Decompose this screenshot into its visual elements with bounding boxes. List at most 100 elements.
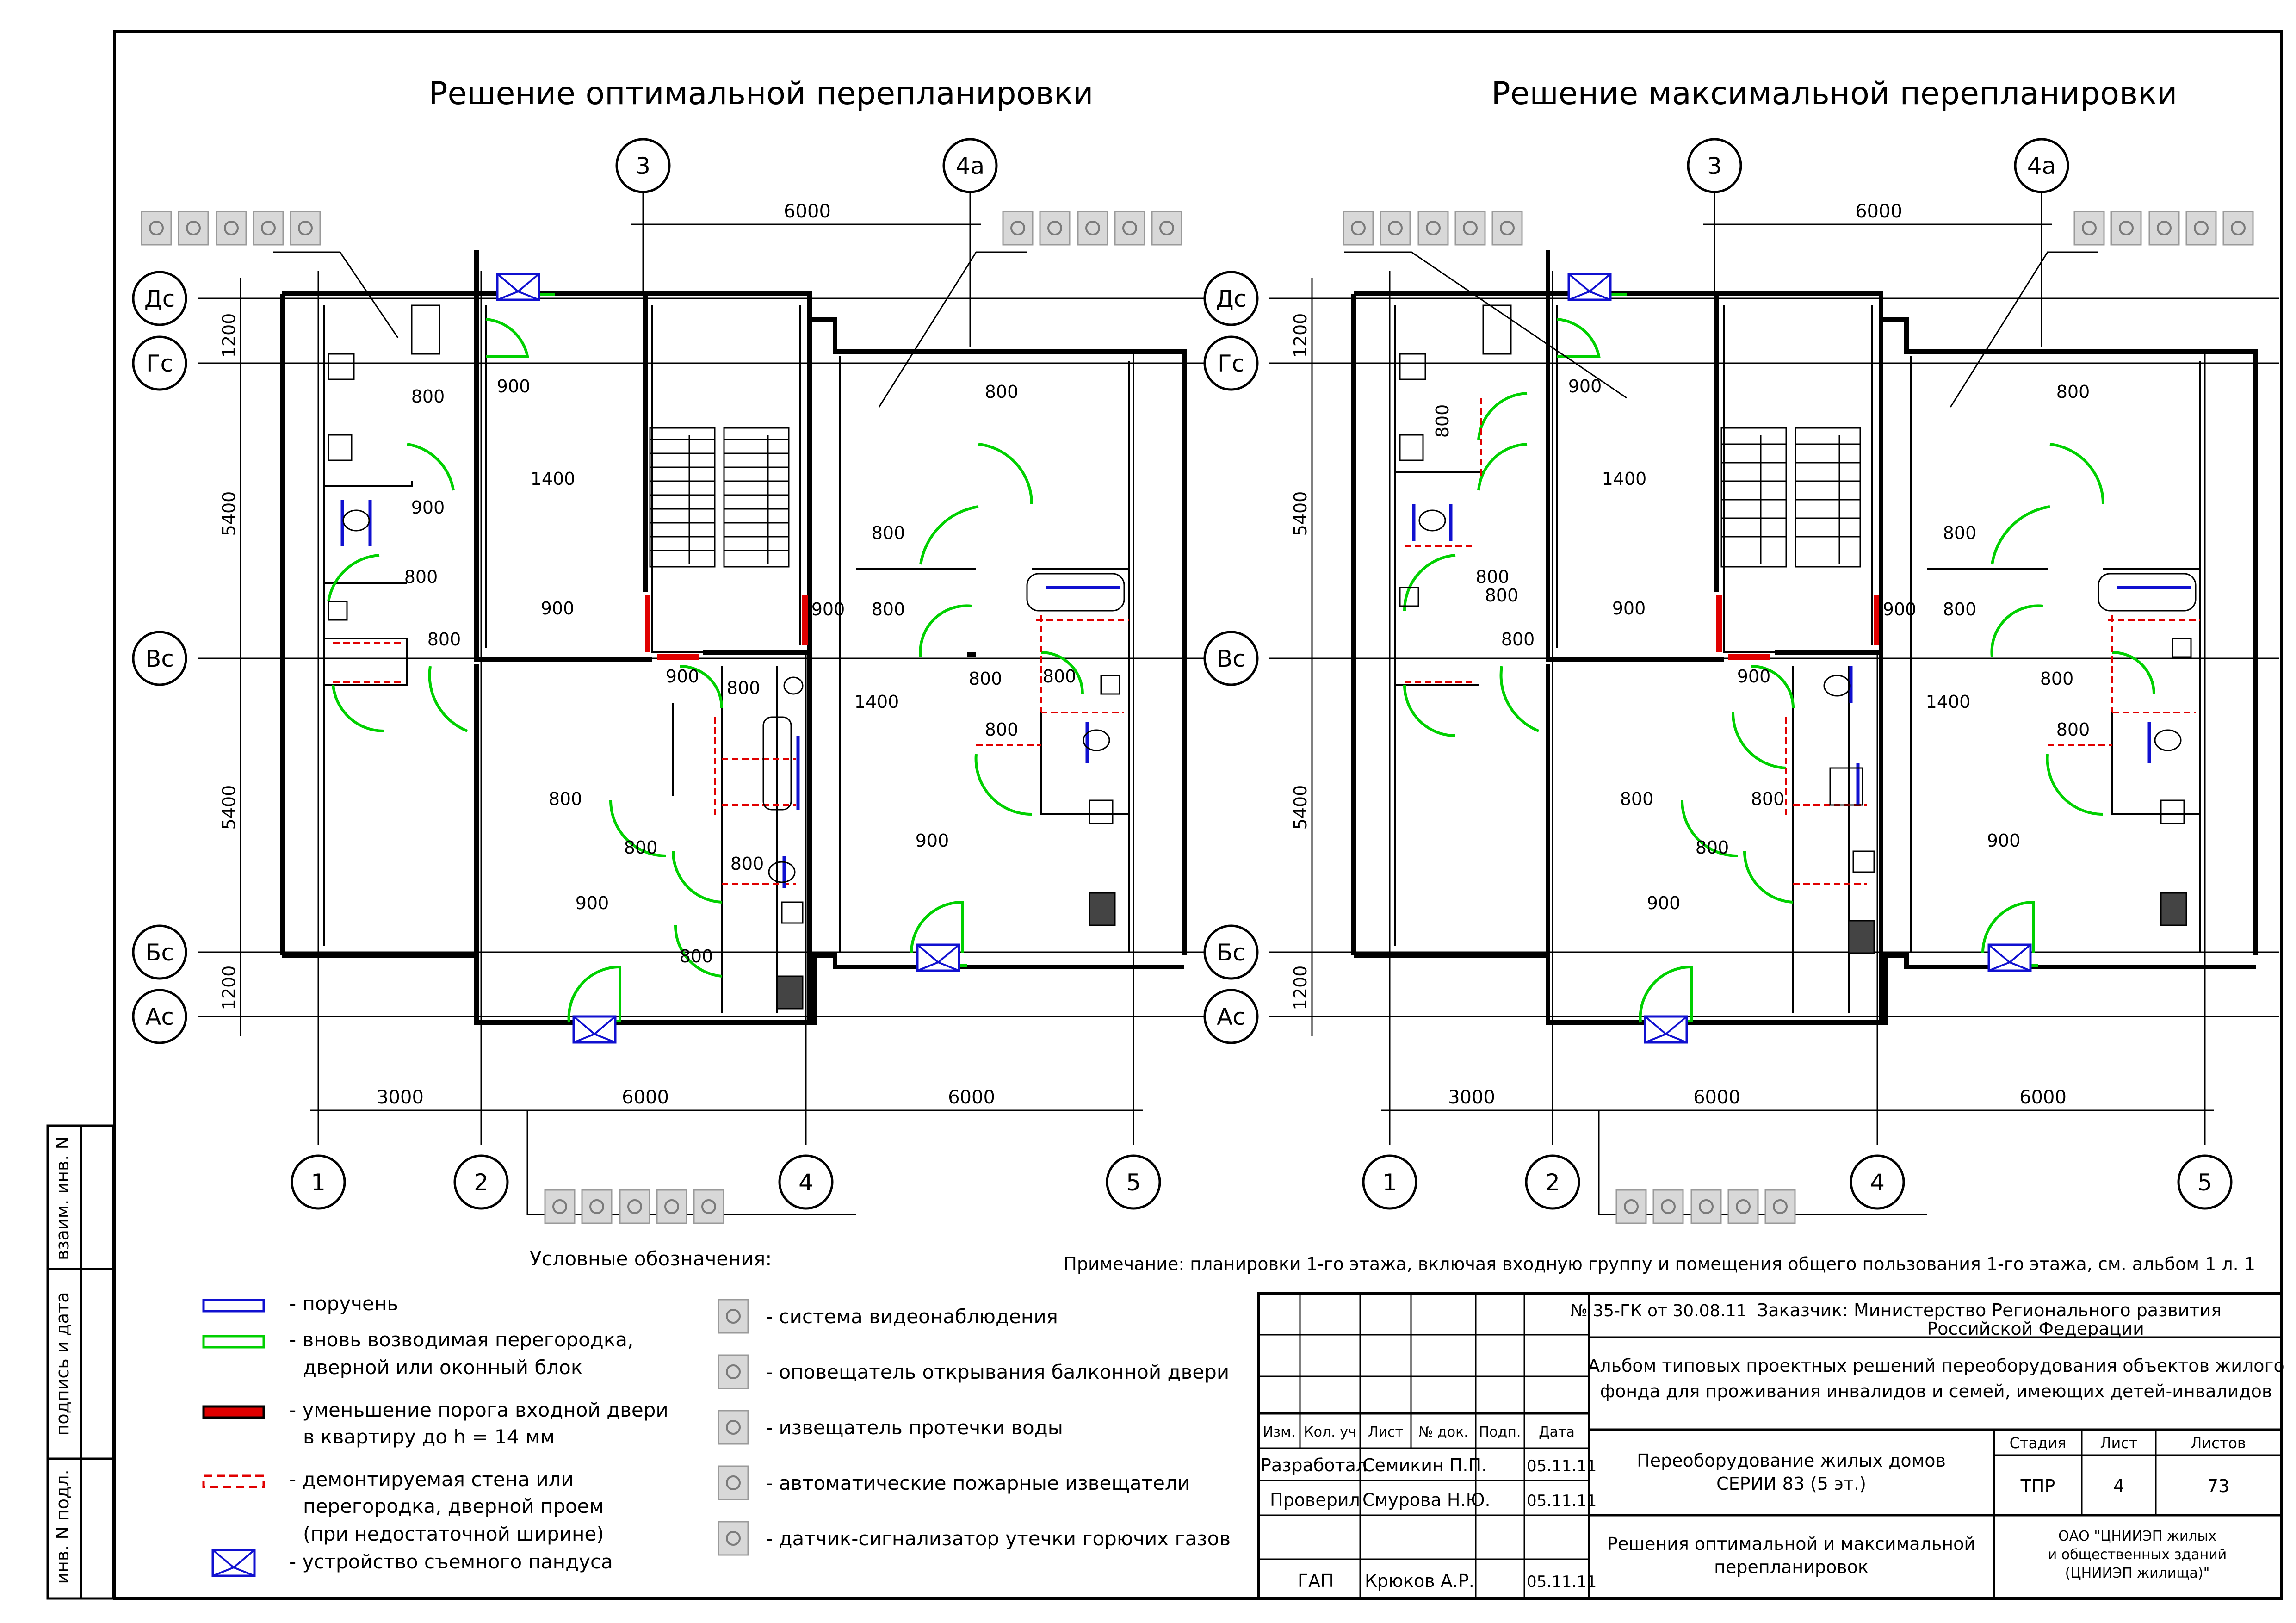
right-dim-inner-14: 800 [2056,382,2090,402]
side-stamp-sign-label: подпись и дата [52,1292,73,1436]
left-dim-inner-7: 900 [541,598,575,619]
side-stamp: инв. N подл. подпись и дата взаим. инв. … [46,1124,115,1600]
side-stamp-inv-label: инв. N подл. [52,1469,73,1584]
right-axis-1: 1 [1382,1169,1397,1196]
right-dim-inner-17: 800 [2056,719,2090,740]
fire-detector-icon [718,1465,749,1500]
stamp-sheet-header: Лист [2100,1434,2137,1452]
stamp-name-gap: Крюков А.Р. [1365,1571,1474,1591]
title-block [1257,1292,2283,1600]
stamp-sheets: 73 [2207,1476,2229,1496]
left-dim-inner-2: 900 [497,376,531,396]
stamp-doc-no: № 35-ГК от 30.08.11 [1570,1301,1746,1320]
right-axis-2: 2 [1545,1169,1560,1196]
stamp-drawing-2: перепланировок [1714,1557,1869,1577]
left-demolished-walls [333,615,1129,885]
left-axis-5: 5 [1126,1169,1141,1196]
legend-item-threshold-1: - уменьшение порога входной двери [289,1399,668,1421]
stamp-date-developer: 05.11.11 [1527,1457,1597,1475]
right-dim-6000-a: 6000 [1693,1087,1740,1108]
gas-sensor-icon [718,1521,749,1556]
right-dim-inner-11: 800 [1696,837,1729,858]
legend-demolish-symbol [202,1474,265,1488]
left-dim-v-5400-bottom: 5400 [219,785,239,830]
stamp-org-3: (ЦНИИЭП жилища)" [2065,1565,2210,1581]
right-axis-4: 4 [1870,1169,1885,1196]
right-dim-3000: 3000 [1448,1087,1495,1108]
stamp-role-gap: ГАП [1298,1571,1334,1591]
legend-item-threshold-2: в квартиру до h = 14 мм [303,1425,555,1448]
stamp-h-sign: Подп. [1479,1424,1521,1440]
legend-handrail-symbol [202,1299,265,1313]
left-dim-6000-top: 6000 [784,201,831,222]
legend-icon-balcony: - оповещатель открывания балконной двери [766,1361,1229,1383]
left-axis-4: 4 [798,1169,813,1196]
left-dim-6000-a: 6000 [622,1087,669,1108]
right-axis-bs: Бс [1217,939,1245,966]
stamp-customer: Заказчик: Министерство Регионального раз… [1757,1300,2222,1320]
left-sensor-icons-top-right [1002,211,1182,246]
right-dim-6000-b: 6000 [2019,1087,2067,1108]
legend-item-handrail: - поручень [289,1292,398,1315]
stamp-role-developer: Разработал [1261,1455,1367,1475]
legend-icon-gas: - датчик-сигнализатор утечки горючих газ… [766,1527,1231,1550]
stamp-album-2: фонда для проживания инвалидов и семей, … [1600,1381,2272,1401]
stamp-name-developer: Семикин П.П. [1362,1455,1487,1475]
right-dim-6000-top: 6000 [1855,201,1902,222]
right-axis-3: 3 [1707,153,1722,180]
stamp-object-1: Переоборудование жилых домов [1637,1450,1946,1471]
note-text: Примечание: планировки 1-го этажа, включ… [1064,1254,2255,1274]
right-dim-v-1200-top: 1200 [1290,313,1311,358]
right-dim-inner-19: 800 [1620,789,1654,809]
left-axis-ds: Дс [144,285,175,312]
right-dim-inner-10: 900 [1647,893,1681,913]
stamp-sheet: 4 [2113,1476,2124,1496]
right-dim-inner-4: 1400 [1602,469,1647,489]
left-dim-inner-3: 1400 [531,469,576,489]
right-floor-plan: 1200 5400 5400 1200 3000 6000 6000 6000 [1205,139,2279,1224]
legend-ramp-symbol [213,1550,254,1576]
stamp-h-list: Лист [1368,1424,1403,1440]
left-axis-bs: Бс [145,939,174,966]
left-plan-title: Решение оптимальной перепланировки [429,75,1094,112]
stamp-date-checker: 05.11.11 [1527,1492,1597,1510]
left-dim-inner-10: 800 [624,837,658,858]
left-dim-inner-19: 800 [985,719,1019,740]
legend-item-ramp: - устройство съемного пандуса [289,1550,613,1573]
left-dim-v-1200-bottom: 1200 [219,966,239,1010]
stamp-drawing-1: Решения оптимальной и максимальной [1607,1534,1975,1554]
legend-item-demolish-3: (при недостаточной ширине) [303,1523,604,1545]
right-axis-gs: Гс [1218,350,1244,377]
stamp-h-izm: Изм. [1263,1424,1296,1440]
stamp-customer-2: Российской Федерации [1927,1319,2144,1339]
side-stamp-vzaim-label: взаим. инв. N [52,1136,73,1260]
left-axis-as: Ас [145,1004,174,1030]
right-dim-v-1200-bottom: 1200 [1290,966,1311,1010]
stamp-stage: ТПР [2020,1476,2055,1496]
left-axis-gs: Гс [146,350,173,377]
right-axis-vs: Вс [1217,645,1245,672]
right-dim-inner-8: 900 [1737,666,1771,687]
left-dim-inner-9: 800 [727,678,761,698]
sheet-frame [113,30,2283,1600]
right-axis-5: 5 [2197,1169,2212,1196]
left-sensor-icons-bottom [544,1189,724,1224]
left-dim-inner-21: 800 [1043,666,1077,687]
right-plan-title: Решение максимальной перепланировки [1491,75,2178,112]
stamp-name-checker: Смурова Н.Ю. [1362,1490,1491,1510]
stamp-object-2: СЕРИИ 83 (5 эт.) [1716,1474,1866,1494]
left-axis-4a: 4а [956,153,984,180]
title-block-headers: Изм. Кол. уч Лист № док. Подп. Дата [1263,1424,1575,1440]
right-dim-v-5400-top: 5400 [1290,491,1311,536]
left-dim-inner-11: 800 [730,854,764,874]
right-dim-v-5400-bottom: 5400 [1290,785,1311,830]
left-dim-inner-16: 1400 [854,692,899,712]
left-axis-3: 3 [636,153,650,180]
stamp-date-gap: 05.11.11 [1527,1573,1597,1591]
left-dim-inner-20: 900 [916,830,949,851]
left-new-partitions [327,293,1084,1023]
left-dim-inner-13: 800 [872,523,905,543]
left-dim-inner-8: 900 [666,666,699,687]
left-axis-1: 1 [311,1169,326,1196]
